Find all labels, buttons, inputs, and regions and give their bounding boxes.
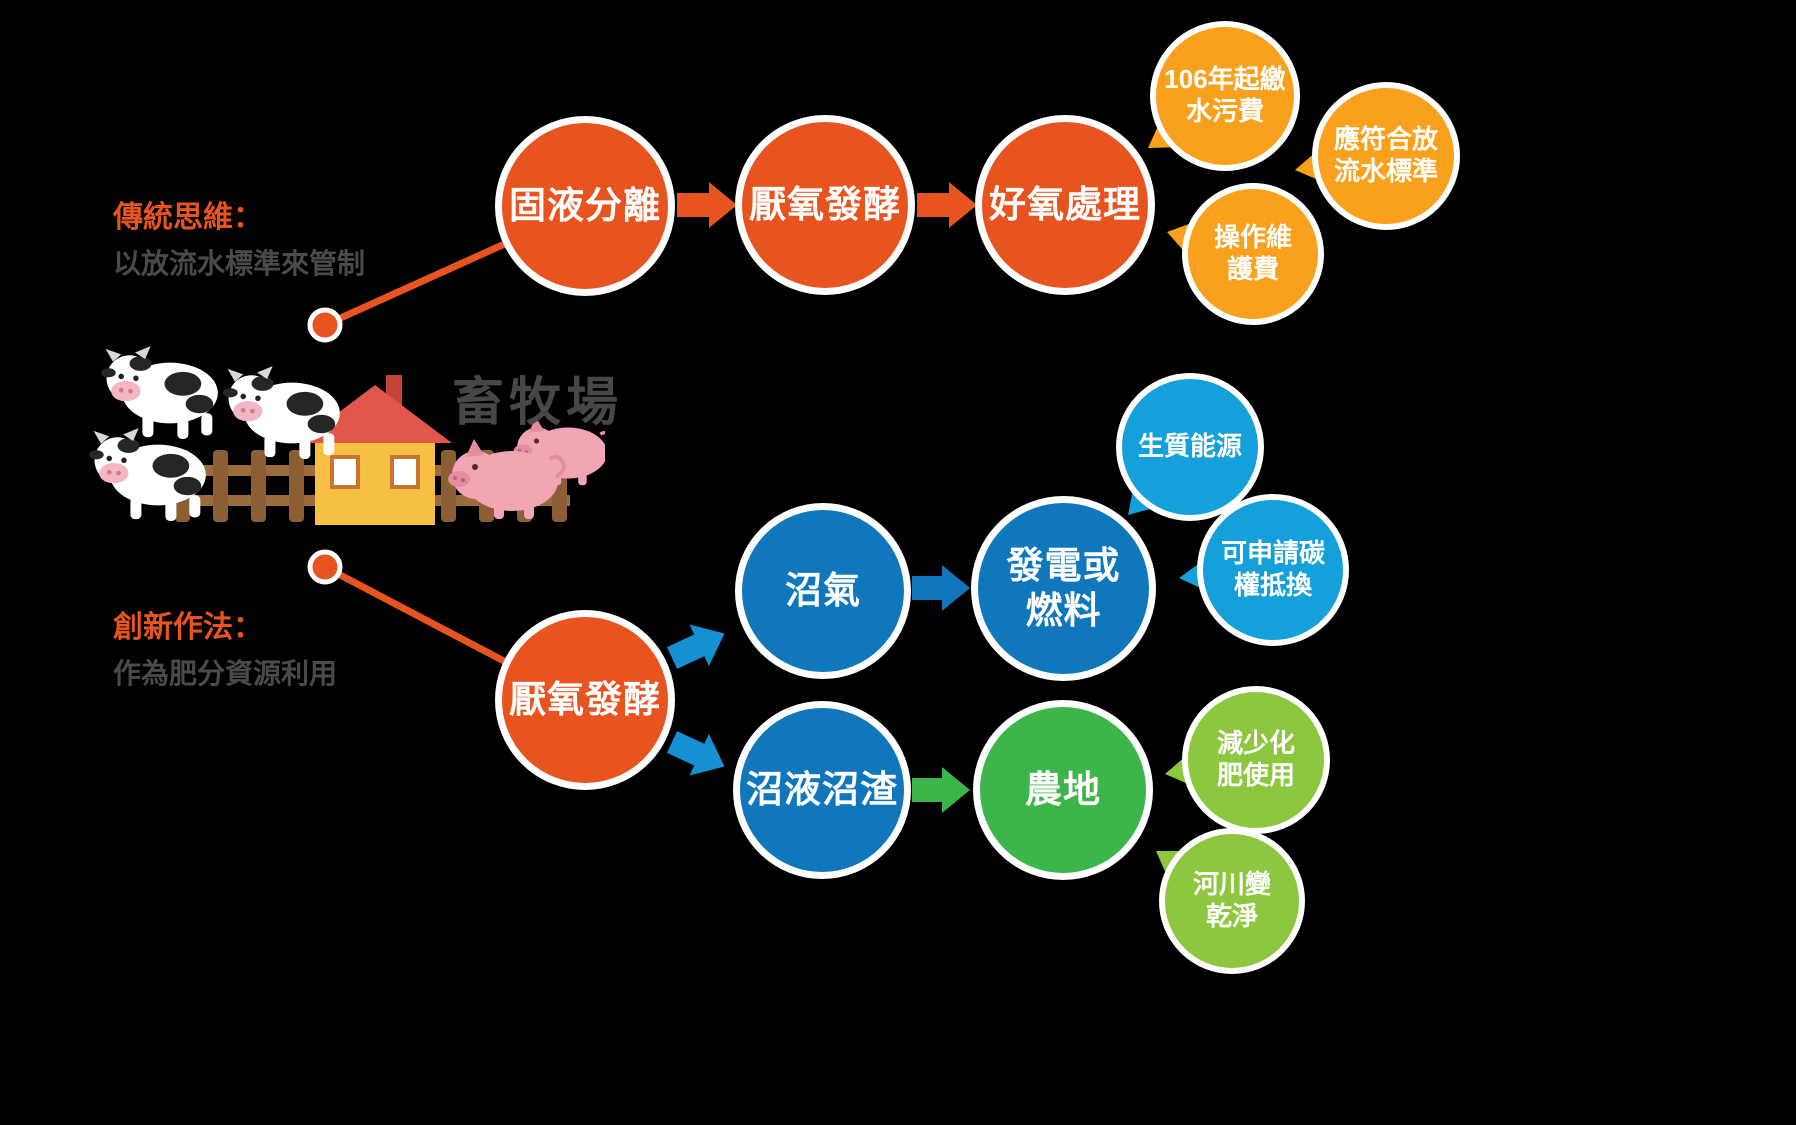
arrow-right-icon (912, 767, 970, 813)
traditional-subtitle: 以放流水標準來管制 (113, 248, 366, 279)
traditional-label-block: 傳統思維： 以放流水標準來管制 (113, 192, 365, 282)
traditional-title: 傳統思維： (113, 201, 263, 234)
note-effluent-standard: 應符合放 流水標準 (1312, 82, 1460, 230)
step-power-or-fuel: 發電或 燃料 (971, 496, 1156, 681)
step-digestate: 沼液沼渣 (733, 701, 911, 879)
innovative-label-block: 創新作法： 作為肥分資源利用 (113, 602, 337, 692)
innovative-subtitle: 作為肥分資源利用 (113, 658, 338, 689)
arrow-right-icon (912, 565, 970, 611)
note-less-fertilizer: 減少化 肥使用 (1182, 686, 1330, 834)
farm-label: 畜牧場 (452, 374, 624, 432)
note-carbon-credit: 可申請碳 權抵換 (1197, 494, 1349, 646)
step-aerobic-treatment: 好氧處理 (975, 115, 1155, 295)
innovative-title: 創新作法： (113, 611, 263, 644)
note-biomass-energy: 生質能源 (1116, 373, 1264, 521)
node-dot-icon (307, 307, 343, 343)
step-anaerobic-fermentation-innovative: 厭氧發酵 (495, 610, 675, 790)
step-biogas: 沼氣 (735, 503, 911, 679)
arrow-up-right-icon (666, 624, 725, 669)
arrow-right-icon (677, 182, 737, 228)
step-anaerobic-fermentation-traditional: 厭氧發酵 (735, 115, 915, 295)
node-dot-icon (307, 549, 343, 585)
note-cleaner-rivers: 河川變 乾淨 (1159, 828, 1305, 974)
note-water-pollution-fee: 106年起繳 水污費 (1150, 21, 1300, 171)
step-farmland: 農地 (973, 700, 1153, 880)
cow-icon (101, 346, 218, 439)
farm-illustration (89, 346, 605, 525)
house-icon (298, 375, 452, 525)
arrow-right-icon (917, 182, 977, 228)
arrow-down-right-icon (666, 731, 725, 776)
note-maintenance-cost: 操作維 護費 (1182, 183, 1324, 325)
step-solid-liquid-separation: 固液分離 (495, 116, 675, 296)
